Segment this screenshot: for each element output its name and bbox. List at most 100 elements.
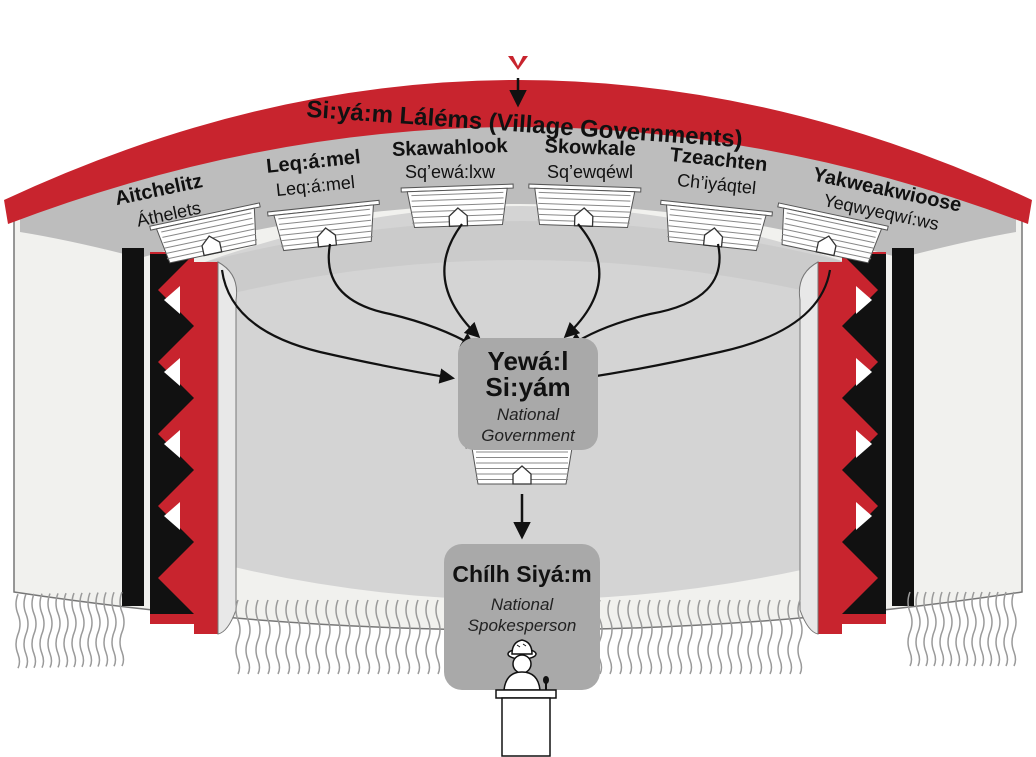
fringe-strand bbox=[717, 599, 723, 675]
fringe-strand bbox=[637, 599, 643, 675]
fringe-strand bbox=[395, 599, 401, 675]
fringe-strand bbox=[275, 599, 281, 675]
fringe-strand bbox=[71, 592, 77, 668]
fringe-strand bbox=[365, 599, 371, 675]
fringe-strand bbox=[987, 591, 993, 667]
fringe-strand bbox=[345, 599, 351, 675]
village-tzeachten: Tzeachten Ch’iyáqtel bbox=[669, 144, 769, 198]
national-government-subtitle-line1: National bbox=[497, 405, 561, 424]
spokesperson-subtitle-line1: National bbox=[491, 595, 555, 614]
arrow-yakweakwioose bbox=[580, 269, 832, 384]
spokesperson-box: Chílh Siyá:m National Spokesperson bbox=[444, 544, 600, 690]
fringe-strand bbox=[415, 599, 421, 675]
national-government-title-line2: Si:yám bbox=[485, 372, 570, 402]
fringe-strand bbox=[405, 599, 411, 675]
left-pattern-panel bbox=[122, 248, 238, 635]
fringe-strand bbox=[295, 599, 301, 675]
membership-title: Membership bbox=[418, 12, 618, 50]
fringe-strand bbox=[31, 593, 37, 669]
fringe-strand bbox=[375, 599, 381, 675]
blanket-fringe bbox=[15, 591, 1017, 675]
fringe-strand bbox=[677, 599, 683, 675]
fringe-strand bbox=[607, 599, 613, 675]
fringe-strand bbox=[425, 599, 431, 675]
national-government-title-line1: Yewá:l bbox=[488, 346, 569, 376]
village-group: Aitchelitz Áthelets Leq:á:mel Leq:á:mel … bbox=[113, 135, 964, 234]
fringe-strand bbox=[285, 599, 291, 675]
fringe-strand bbox=[95, 592, 101, 667]
fringe-strand bbox=[235, 599, 241, 675]
fringe-strand bbox=[63, 592, 69, 668]
village-longhouse-icon bbox=[660, 199, 773, 252]
fringe-strand bbox=[355, 599, 361, 675]
village-to-national-arrows bbox=[220, 223, 832, 384]
fringe-strand bbox=[55, 593, 61, 668]
arrow-skawahlook bbox=[443, 223, 481, 339]
spokesperson-subtitle-line2: Spokesperson bbox=[468, 616, 577, 635]
fringe-strand bbox=[971, 591, 977, 667]
fringe-strand bbox=[335, 599, 341, 675]
fringe-strand bbox=[111, 591, 117, 667]
national-government-subtitle-line2: Government bbox=[481, 426, 576, 445]
village-longhouse-icon bbox=[149, 202, 261, 264]
fringe-strand bbox=[647, 599, 653, 675]
village-name: Skawahlook bbox=[392, 135, 509, 161]
fringe-strand bbox=[963, 591, 969, 667]
national-government-box: Yewá:l Si:yám National Government bbox=[458, 338, 598, 450]
village-skowkale: Skowkale Sq’ewqéwl bbox=[544, 135, 636, 182]
arrow-tzeachten bbox=[567, 243, 721, 348]
fringe-strand bbox=[435, 599, 441, 675]
fringe-strand bbox=[315, 599, 321, 675]
fringe-strand bbox=[1011, 591, 1017, 667]
village-longhouse-icon bbox=[777, 202, 889, 264]
village-halq-name: Sq’ewá:lxw bbox=[405, 162, 496, 182]
village-longhouse-icon bbox=[528, 183, 642, 229]
fringe-strand bbox=[627, 599, 633, 675]
arrow-aitchelitz bbox=[220, 269, 456, 384]
fringe-strand bbox=[79, 592, 85, 668]
fringe-strand bbox=[687, 599, 693, 675]
fringe-strand bbox=[995, 591, 1001, 667]
fringe-strand bbox=[15, 593, 21, 669]
fringe-strand bbox=[767, 599, 773, 675]
arrow-leqamel bbox=[327, 243, 477, 348]
fringe-strand bbox=[265, 599, 271, 675]
fringe-strand bbox=[947, 591, 953, 667]
fringe-strand bbox=[667, 599, 673, 675]
fringe-strand bbox=[617, 599, 623, 675]
fringe-strand bbox=[39, 593, 45, 669]
fringe-strand bbox=[931, 591, 937, 667]
fringe-strand bbox=[325, 599, 331, 675]
village-band bbox=[20, 118, 1016, 258]
fringe-strand bbox=[737, 599, 743, 675]
membership-rim bbox=[4, 80, 1032, 224]
fringe-strand bbox=[777, 599, 783, 675]
fringe-strand bbox=[385, 599, 391, 675]
arrow-skowkale bbox=[563, 223, 601, 339]
speaker-podium-icon bbox=[495, 639, 557, 757]
fringe-strand bbox=[707, 599, 713, 675]
longhouse-icons bbox=[149, 183, 889, 485]
fringe-strand bbox=[915, 591, 921, 667]
fringe-strand bbox=[47, 593, 53, 668]
fringe-strand bbox=[119, 591, 125, 667]
village-skawahlook: Skawahlook Sq’ewá:lxw bbox=[392, 135, 509, 182]
fringe-strand bbox=[1003, 591, 1009, 667]
fringe-strand bbox=[23, 593, 29, 669]
spokesperson-title: Chílh Siyá:m bbox=[452, 561, 591, 587]
right-pattern-panel bbox=[798, 248, 914, 635]
fringe-strand bbox=[939, 591, 945, 667]
fringe-strand bbox=[255, 599, 261, 675]
village-longhouse-icon bbox=[267, 199, 380, 252]
fringe-strand bbox=[305, 599, 311, 675]
fringe-strand bbox=[245, 599, 251, 675]
fringe-strand bbox=[923, 591, 929, 667]
fringe-strand bbox=[727, 599, 733, 675]
fringe-strand bbox=[103, 592, 109, 667]
fringe-strand bbox=[697, 599, 703, 675]
village-halq-name: Sq’ewqéwl bbox=[547, 162, 633, 182]
fringe-strand bbox=[955, 591, 961, 667]
fringe-strand bbox=[907, 591, 913, 667]
fringe-strand bbox=[747, 599, 753, 675]
